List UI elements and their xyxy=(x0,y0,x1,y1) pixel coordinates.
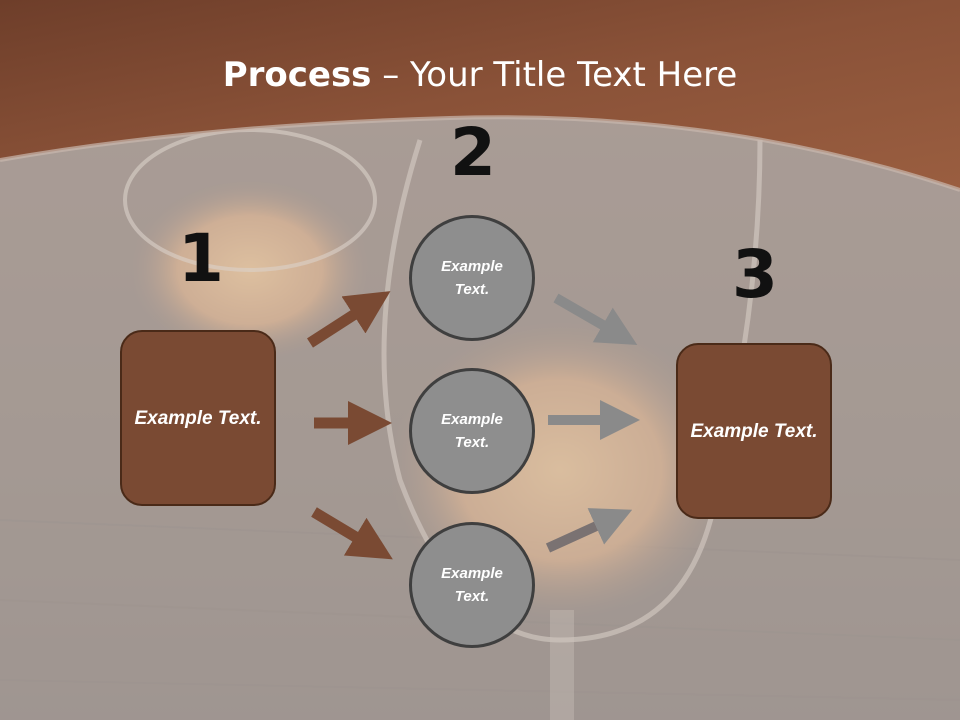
arrow-circle-3-to-3 xyxy=(545,508,633,553)
circle-1-label: Example Text. xyxy=(441,258,503,298)
circle-2: Example Text. xyxy=(409,368,535,494)
step-1-box: Example Text. xyxy=(120,330,276,506)
title-bold: Process xyxy=(222,55,372,95)
slide-title: Process – Your Title Text Here xyxy=(0,54,960,96)
step-3-box: Example Text. xyxy=(676,343,832,519)
arrow-1-to-circle-1 xyxy=(307,291,391,348)
step-3-number: 3 xyxy=(732,236,778,313)
circle-2-label: Example Text. xyxy=(441,411,503,451)
step-3-label: Example Text. xyxy=(690,420,818,442)
arrow-1-to-circle-3 xyxy=(311,507,393,560)
circle-3-label: Example Text. xyxy=(441,565,503,605)
circle-1: Example Text. xyxy=(409,215,535,341)
step-2-number: 2 xyxy=(450,114,496,191)
title-rest: – Your Title Text Here xyxy=(371,55,738,95)
circle-3: Example Text. xyxy=(409,522,535,648)
arrow-circle-1-to-3 xyxy=(553,293,638,346)
step-1-label: Example Text. xyxy=(134,407,262,429)
step-1-number: 1 xyxy=(178,220,224,297)
